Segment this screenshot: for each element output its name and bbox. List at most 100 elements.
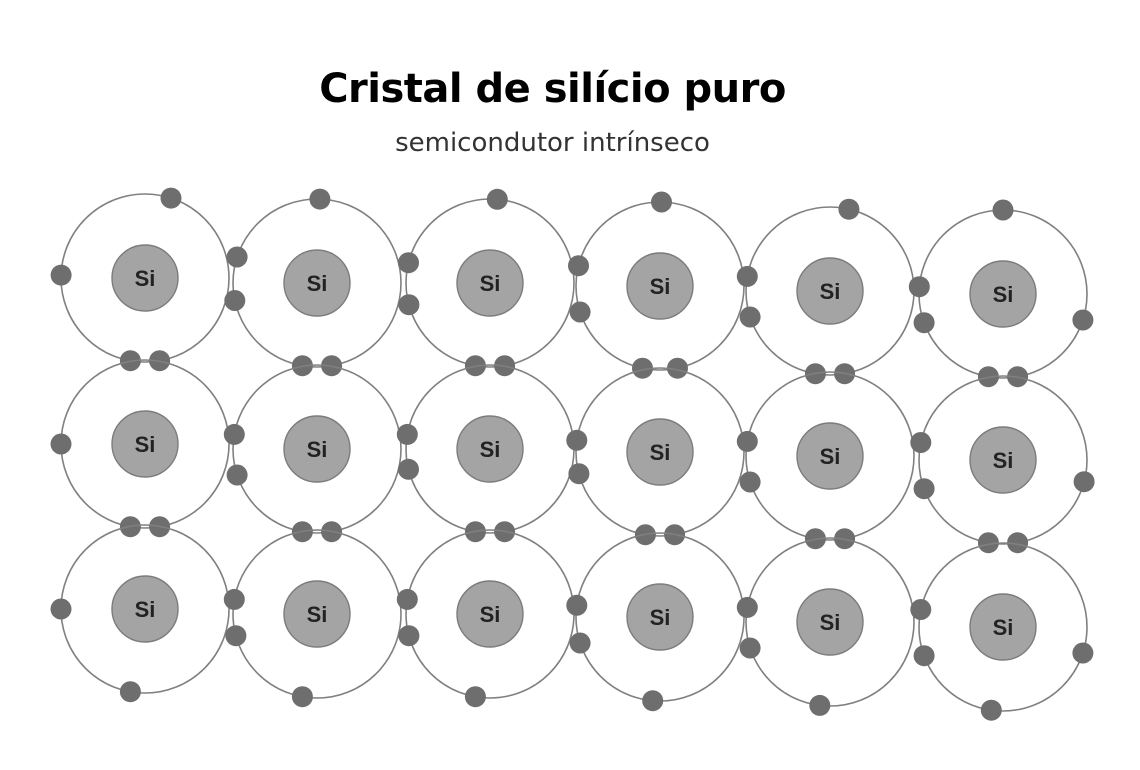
silicon-atom: Si	[50, 359, 230, 538]
nucleus	[456, 580, 524, 648]
nucleus	[456, 249, 524, 317]
silicon-atom: Si	[566, 532, 745, 712]
silicon-atom: Si	[908, 199, 1094, 388]
atom-symbol: Si	[993, 282, 1014, 307]
electron	[398, 252, 419, 274]
electron	[1072, 642, 1094, 664]
atom-symbol: Si	[820, 444, 841, 469]
silicon-atom: Si	[568, 191, 745, 379]
nucleus	[111, 410, 179, 478]
electron	[398, 294, 420, 316]
electron	[569, 301, 591, 323]
atom-symbol: Si	[993, 448, 1014, 473]
electron	[225, 625, 247, 647]
electron	[569, 632, 591, 654]
atom-symbol: Si	[307, 271, 328, 296]
electron	[398, 625, 420, 647]
electron	[1007, 532, 1029, 554]
electron	[50, 598, 72, 620]
silicon-atom: Si	[736, 371, 915, 550]
electron	[566, 429, 588, 451]
electron	[568, 255, 589, 277]
nucleus	[969, 426, 1037, 494]
atom-symbol: Si	[135, 597, 156, 622]
atom-symbol: Si	[480, 602, 501, 627]
electron	[50, 264, 72, 286]
silicon-atom: Si	[910, 375, 1095, 554]
nucleus	[969, 260, 1037, 328]
atom-symbol: Si	[480, 271, 501, 296]
electron	[651, 191, 672, 213]
silicon-atom: Si	[224, 188, 402, 377]
valence-orbit	[232, 529, 402, 699]
valence-orbit	[232, 364, 402, 534]
electron	[739, 306, 761, 328]
silicon-atom: Si	[566, 367, 745, 546]
valence-orbit	[918, 542, 1088, 712]
atom-symbol: Si	[650, 605, 671, 630]
nucleus	[969, 593, 1037, 661]
electron	[119, 681, 141, 703]
silicon-atom: Si	[223, 529, 402, 708]
silicon-atom: Si	[50, 524, 230, 703]
silicon-atom: Si	[396, 364, 575, 543]
electron	[566, 594, 588, 616]
atom-symbol: Si	[307, 602, 328, 627]
electron	[992, 199, 1014, 221]
silicon-atom: Si	[736, 198, 915, 385]
nucleus	[111, 575, 179, 643]
electron	[632, 357, 653, 379]
nucleus	[283, 415, 351, 483]
electron	[913, 478, 935, 500]
valence-orbit	[575, 367, 745, 537]
electron	[642, 690, 664, 712]
nucleus	[626, 583, 694, 651]
electron	[464, 686, 486, 708]
nucleus	[626, 418, 694, 486]
electron	[309, 188, 331, 210]
silicon-atom: Si	[736, 537, 915, 716]
atom-symbol: Si	[820, 610, 841, 635]
electron	[809, 694, 831, 716]
electron	[50, 433, 72, 455]
silicon-atom: Si	[910, 542, 1094, 721]
nucleus	[456, 415, 524, 483]
atom-symbol: Si	[307, 437, 328, 462]
atom-symbol: Si	[135, 432, 156, 457]
electron	[739, 637, 761, 659]
electron	[224, 290, 246, 311]
electron	[736, 430, 758, 452]
atom-symbol: Si	[650, 440, 671, 465]
silicon-atom: Si	[50, 187, 230, 372]
electron	[226, 464, 248, 486]
electron	[223, 423, 245, 445]
electron	[223, 588, 245, 610]
electron	[398, 458, 419, 480]
electron	[736, 596, 758, 618]
electron	[226, 246, 248, 268]
electron	[913, 312, 935, 334]
nucleus	[283, 249, 351, 317]
nucleus	[796, 257, 864, 325]
electron	[910, 432, 932, 453]
diagram-subtitle: semicondutor intrínseco	[395, 128, 710, 158]
nucleus	[111, 244, 179, 312]
atom-symbol: Si	[820, 279, 841, 304]
electron	[739, 471, 761, 493]
electron	[913, 645, 935, 667]
electron	[908, 276, 930, 298]
electron	[736, 265, 758, 287]
atom-symbol: Si	[993, 615, 1014, 640]
silicon-atom: Si	[396, 529, 575, 708]
electron	[977, 532, 999, 554]
nucleus	[796, 422, 864, 490]
valence-orbit	[918, 375, 1088, 545]
electron	[396, 588, 418, 610]
electron	[980, 699, 1002, 721]
electron	[910, 599, 932, 620]
electron	[1072, 309, 1094, 331]
electron	[291, 686, 313, 708]
electron	[396, 423, 418, 445]
nucleus	[283, 580, 351, 648]
